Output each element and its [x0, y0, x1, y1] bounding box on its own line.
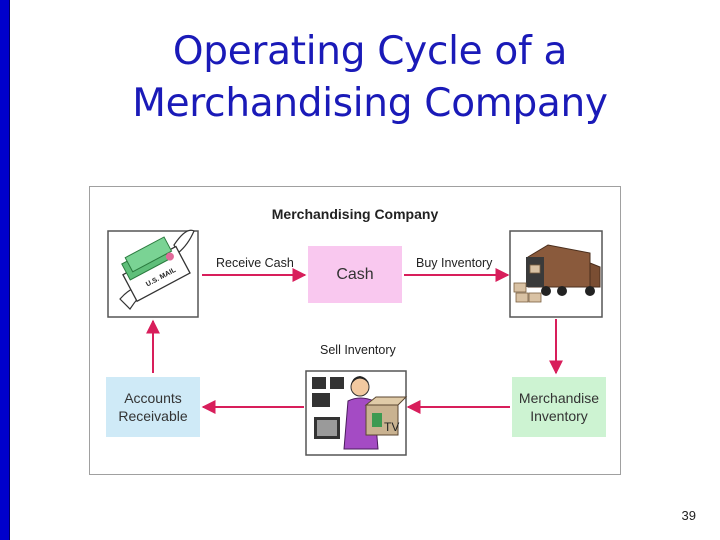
salesperson-icon: TV — [305, 370, 408, 456]
slide-left-bar — [0, 0, 9, 540]
tv-box-label: TV — [384, 420, 399, 434]
delivery-truck-icon — [509, 230, 603, 318]
cash-box: Cash — [308, 246, 402, 303]
receive-cash-label: Receive Cash — [216, 256, 294, 270]
accounts-receivable-line-2: Receivable — [118, 408, 188, 424]
merchandise-inventory-box: Merchandise Inventory — [512, 377, 606, 437]
diagram-heading: Merchandising Company — [271, 206, 439, 222]
operating-cycle-diagram: U.S. MAIL — [89, 186, 621, 475]
accounts-receivable-box: Accounts Receivable — [106, 377, 200, 437]
buy-inventory-label: Buy Inventory — [416, 256, 493, 270]
slide-title: Operating Cycle of a Merchandising Compa… — [20, 26, 720, 130]
sell-inventory-label: Sell Inventory — [320, 343, 396, 357]
merchandise-inventory-line-1: Merchandise — [518, 390, 600, 406]
merchandise-inventory-line-2: Inventory — [530, 408, 588, 424]
mail-envelope-icon: U.S. MAIL — [107, 229, 199, 318]
slide-left-bar-edge — [9, 0, 10, 540]
slide-title-line-2: Merchandising Company — [132, 81, 608, 126]
accounts-receivable-line-1: Accounts — [124, 390, 182, 406]
page-number: 39 — [681, 508, 696, 523]
diagram-graphics: U.S. MAIL — [107, 229, 603, 456]
cash-box-label: Cash — [336, 265, 374, 283]
slide-title-line-1: Operating Cycle of a — [172, 29, 568, 74]
